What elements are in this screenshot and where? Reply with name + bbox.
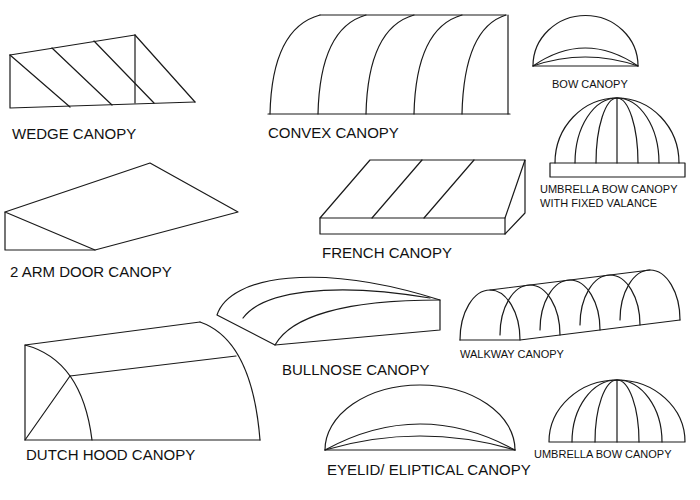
wedge-edge: [10, 55, 195, 108]
bullnose-canopy: [217, 277, 440, 345]
french-valance: [320, 218, 505, 234]
french-stripe: [372, 160, 422, 218]
eyelid-rib: [325, 424, 515, 450]
wedge-edge: [10, 35, 135, 55]
walkway-arch: [460, 290, 520, 340]
bow-rib: [533, 57, 638, 66]
eyelid-rib: [325, 436, 515, 450]
valance: [550, 163, 685, 177]
canopy-label: WEDGE CANOPY: [12, 124, 212, 144]
convex-rib: [270, 15, 320, 114]
umbrella-rib: [575, 98, 659, 163]
convex-rib: [318, 15, 366, 114]
eyelid-canopy: [325, 385, 515, 450]
umbrella-rib: [616, 380, 617, 442]
umbrella-dome: [549, 380, 685, 442]
wedge-stripe: [52, 48, 112, 105]
dutch-hood-edge: [92, 439, 260, 440]
convex-edge: [268, 113, 510, 114]
walkway-edge: [490, 270, 650, 290]
eyelid-dome: [325, 385, 515, 450]
canopy-label: BOW CANOPY: [552, 77, 692, 91]
umbrella-rib: [572, 380, 662, 442]
bullnose-edge: [275, 300, 440, 345]
canopy-label: WALKWAY CANOPY: [460, 347, 620, 361]
bullnose-outline: [217, 277, 440, 345]
walkway-arch: [580, 275, 640, 325]
canopy-label: 2 ARM DOOR CANOPY: [10, 262, 230, 282]
canopy-label: CONVEX CANOPY: [268, 123, 468, 143]
canopy-label: BULLNOSE CANOPY: [282, 360, 482, 380]
door-canopy-end: [5, 212, 95, 250]
wedge-stripe: [94, 41, 154, 103]
convex-edge: [507, 15, 508, 114]
dutch-hood-edge: [25, 322, 200, 345]
french-canopy: [320, 160, 525, 234]
umbrella-rib: [616, 98, 617, 163]
french-stripe: [424, 160, 474, 218]
dutch-hood-edge: [70, 356, 236, 376]
dutch-hood-fan: [25, 376, 70, 440]
umbrella-rib: [595, 380, 639, 442]
wedge-edge: [10, 55, 70, 107]
canopy-label: DUTCH HOOD CANOPY: [26, 445, 256, 465]
door-canopy: [5, 163, 238, 250]
umbrella-canopy: [549, 380, 685, 442]
door-canopy-top: [5, 163, 238, 250]
dutch-hood-canopy: [25, 322, 260, 440]
wedge-edge: [134, 35, 135, 103]
bow-rib: [533, 48, 638, 66]
french-end: [505, 160, 525, 234]
walkway-edge: [460, 320, 680, 340]
convex-rib: [414, 15, 462, 114]
walkway-arch: [540, 280, 600, 330]
walkway-arch: [620, 270, 680, 320]
convex-rib: [366, 15, 414, 114]
canopy-label: UMBRELLA BOW CANOPY: [534, 447, 700, 461]
canopy-label: EYELID/ ELIPTICAL CANOPY: [327, 460, 567, 480]
wedge-canopy: [10, 35, 195, 108]
dutch-hood-end: [25, 345, 92, 440]
bullnose-rib: [243, 290, 430, 318]
bow-dome: [533, 16, 638, 66]
umbrella-dome: [555, 98, 679, 163]
dutch-hood-edge: [200, 322, 260, 440]
walkway-canopy: [460, 270, 680, 340]
convex-rib: [462, 15, 506, 114]
umbrella-rib: [596, 98, 638, 163]
umbrella-valance-canopy: [550, 98, 685, 177]
french-top: [320, 160, 525, 218]
bow-canopy: [533, 16, 638, 66]
canopy-label: FRENCH CANOPY: [322, 243, 522, 263]
canopy-label: UMBRELLA BOW CANOPY WITH FIXED VALANCE: [540, 182, 690, 211]
walkway-arch: [500, 285, 560, 335]
convex-canopy: [268, 15, 510, 114]
